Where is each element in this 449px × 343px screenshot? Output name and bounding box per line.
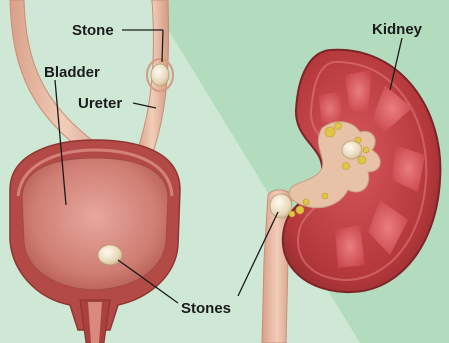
kidney-stone-main (342, 141, 362, 159)
label-stone: Stone (72, 22, 114, 39)
ureter-stone (151, 64, 169, 86)
bladder-stone (98, 245, 122, 265)
label-kidney: Kidney (372, 21, 423, 38)
label-bladder: Bladder (44, 64, 100, 81)
bladder-cavity (22, 158, 168, 290)
label-stones: Stones (181, 300, 231, 317)
label-ureter: Ureter (78, 95, 122, 112)
